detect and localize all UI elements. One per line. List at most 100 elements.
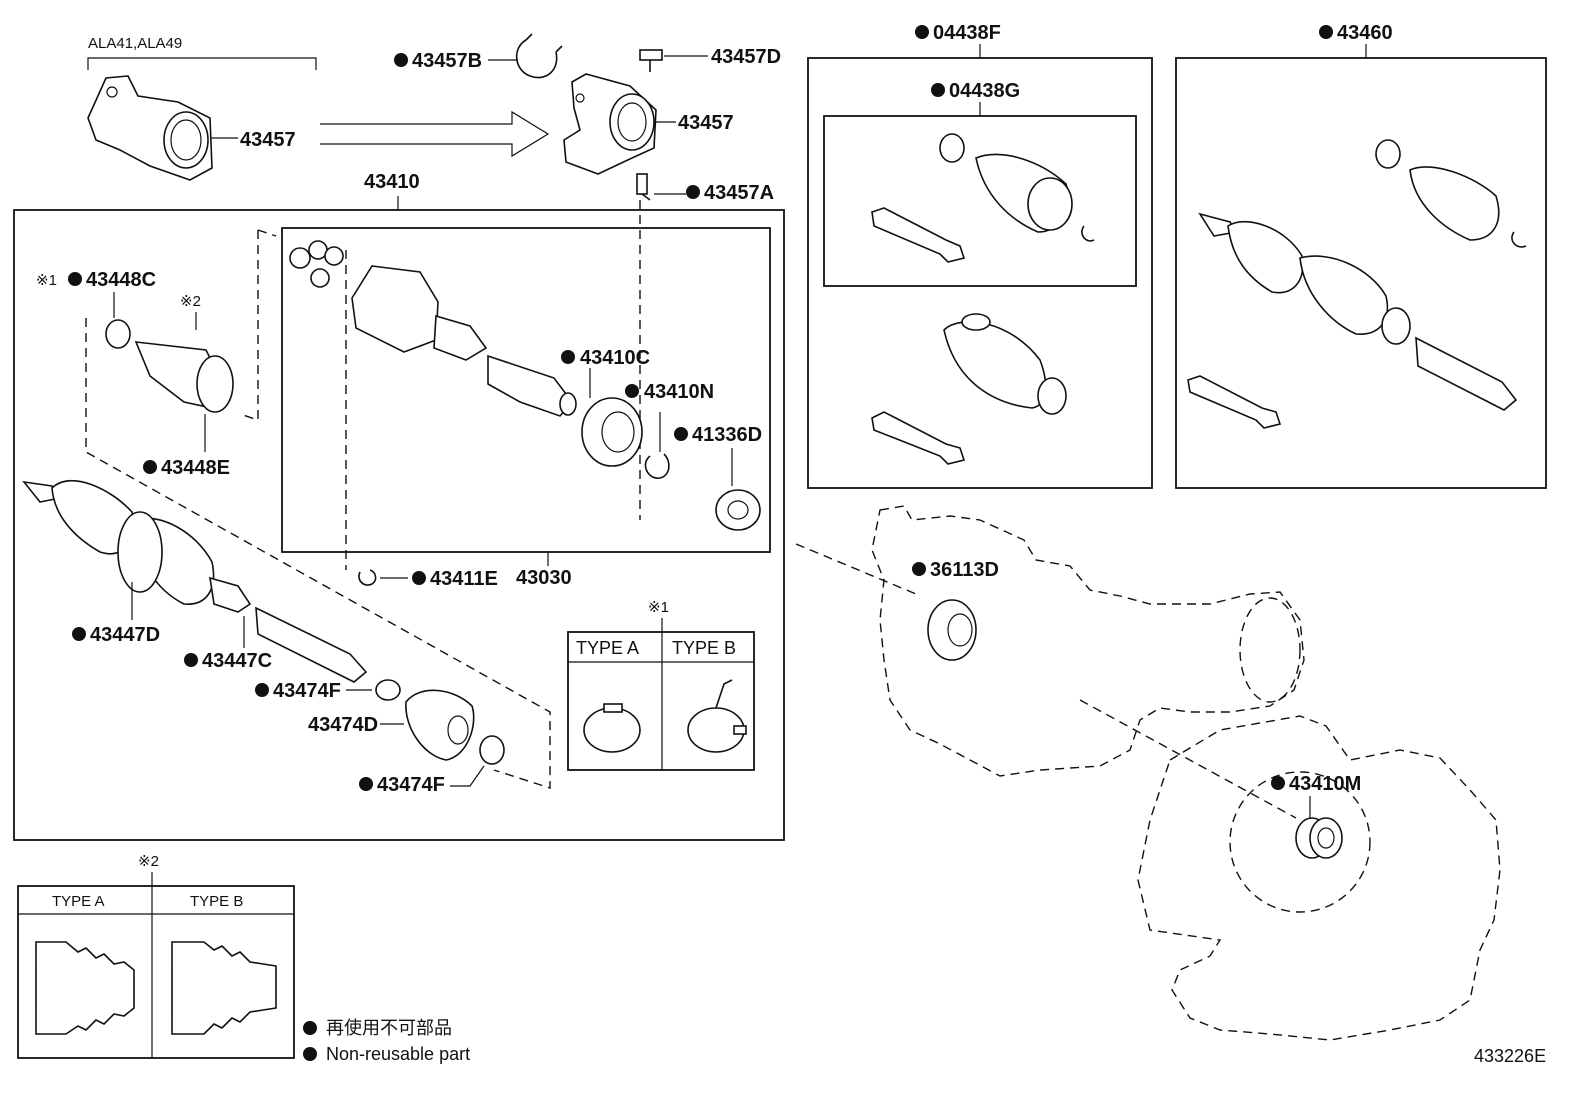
inboard-joint-box — [281, 227, 771, 553]
non-reusable-dot-icon — [1271, 776, 1285, 790]
boot-kit-04438F-box — [807, 57, 1153, 489]
boot-type-b-icon — [171, 941, 277, 1035]
part-43457A[interactable]: 43457A — [704, 182, 774, 204]
part-43447D[interactable]: 43447D — [90, 624, 160, 646]
part-43474F-bottom[interactable]: 43474F — [377, 774, 445, 796]
part-43410M[interactable]: 43410M — [1289, 773, 1361, 795]
part-43410C[interactable]: 43410C — [580, 347, 650, 369]
non-reusable-dot-icon — [359, 777, 373, 791]
clip-part — [515, 33, 563, 79]
clamp-type-a-label: TYPE A — [576, 638, 639, 658]
variant-note: ALA41,ALA49 — [88, 35, 182, 52]
non-reusable-dot-icon — [931, 83, 945, 97]
non-reusable-dot-icon — [394, 53, 408, 67]
non-reusable-dot-icon — [303, 1047, 317, 1061]
arrow-icon — [320, 110, 550, 158]
part-43460[interactable]: 43460 — [1337, 22, 1393, 44]
part-36113D[interactable]: 36113D — [930, 559, 999, 581]
clamp-part — [375, 679, 401, 701]
transmission-housing-outline — [871, 505, 1305, 777]
clamp-table-mark: ※1 — [648, 599, 669, 616]
clamp-type-b-icon — [687, 679, 747, 753]
boot-kit-04438G-box — [823, 115, 1137, 287]
clamp-type-a-icon — [583, 703, 641, 753]
non-reusable-dot-icon — [625, 384, 639, 398]
part-43448E[interactable]: 43448E — [161, 457, 230, 479]
guide-line — [85, 318, 551, 789]
bracket-part-right — [563, 73, 657, 175]
assembly-43410-group: 43410 43030 43410C 43410N — [13, 171, 785, 841]
part-41336D[interactable]: 41336D — [692, 424, 762, 446]
drive-shaft-part — [22, 479, 368, 683]
part-43474D[interactable]: 43474D — [308, 714, 378, 736]
clamp-part — [1375, 139, 1401, 169]
part-43457-left[interactable]: 43457 — [240, 129, 296, 151]
part-43448C[interactable]: 43448C — [86, 269, 156, 291]
part-43410[interactable]: 43410 — [364, 171, 420, 193]
inboard-housing-part — [351, 265, 577, 417]
diagram-id: 433226E — [1474, 1046, 1546, 1066]
guide-line — [795, 543, 917, 595]
part-04438F[interactable]: 04438F — [933, 22, 1001, 44]
snap-ring-part — [644, 453, 670, 479]
boot-type-a-icon — [35, 941, 135, 1035]
mark-note-2: ※2 — [180, 293, 201, 310]
part-43457-right[interactable]: 43457 — [678, 112, 734, 134]
boot-type-table — [17, 885, 295, 1059]
bracket-part-left — [87, 75, 213, 181]
grease-tube-part — [1187, 375, 1282, 429]
variant-bracket-line — [87, 57, 317, 70]
boot-kit-04438F-group: 04438F 04438G — [807, 22, 1153, 489]
small-clamp-part — [105, 319, 131, 349]
transfer-housing-outline — [1137, 715, 1501, 1041]
clamp-type-table — [567, 631, 755, 771]
part-43457B[interactable]: 43457B — [412, 50, 482, 72]
legend-japanese: 再使用不可部品 — [326, 1018, 452, 1038]
outboard-boot-part — [134, 341, 234, 413]
inboard-boot-kit — [871, 313, 1067, 465]
boot-type-a-label: TYPE A — [52, 893, 105, 910]
dynamic-damper-part — [405, 689, 475, 761]
non-reusable-dot-icon — [674, 427, 688, 441]
seal-36113D-part — [927, 599, 977, 661]
boot-type-b-label: TYPE B — [190, 893, 243, 910]
mark-note-1: ※1 — [36, 272, 57, 289]
non-reusable-dot-icon — [68, 272, 82, 286]
non-reusable-dot-icon — [143, 460, 157, 474]
boot-table-mark: ※2 — [138, 853, 159, 870]
non-reusable-dot-icon — [412, 571, 426, 585]
clamp-part — [479, 735, 505, 765]
part-43447C[interactable]: 43447C — [202, 650, 272, 672]
shaft-assembly-box — [1175, 57, 1547, 489]
legend: 再使用不可部品 Non-reusable part — [303, 1018, 470, 1064]
shaft-assembly-43460-group: 43460 — [1175, 22, 1547, 489]
part-43410N[interactable]: 43410N — [644, 381, 714, 403]
oil-seal-part — [715, 489, 761, 531]
stud-part — [636, 173, 651, 201]
guide-line — [239, 229, 277, 421]
part-04438G[interactable]: 04438G — [949, 80, 1020, 102]
variant-bracket-group: ALA41,ALA49 43457 — [87, 35, 550, 181]
part-43474F-top[interactable]: 43474F — [273, 680, 341, 702]
tripod-joint-part — [289, 240, 344, 288]
part-43457D[interactable]: 43457D — [711, 46, 781, 68]
bolt-part — [639, 49, 663, 72]
part-43030[interactable]: 43030 — [516, 567, 572, 589]
clamp-part — [939, 133, 965, 163]
clip-43411E-part — [358, 569, 377, 586]
top-center-group: 43457B 43457D 43457 43457A — [394, 33, 781, 520]
non-reusable-dot-icon — [912, 562, 926, 576]
non-reusable-dot-icon — [686, 185, 700, 199]
boot-type-group: ※2 TYPE A TYPE B — [17, 853, 295, 1059]
bearing-part — [581, 397, 643, 467]
assembly-box — [13, 209, 785, 841]
non-reusable-dot-icon — [303, 1021, 317, 1035]
non-reusable-dot-icon — [915, 25, 929, 39]
non-reusable-dot-icon — [255, 683, 269, 697]
transmission-group: 36113D 43410M — [795, 505, 1501, 1041]
guide-line — [1079, 699, 1297, 819]
boot-part — [1409, 166, 1500, 241]
part-43411E[interactable]: 43411E — [430, 568, 498, 590]
legend-english: Non-reusable part — [326, 1044, 470, 1064]
